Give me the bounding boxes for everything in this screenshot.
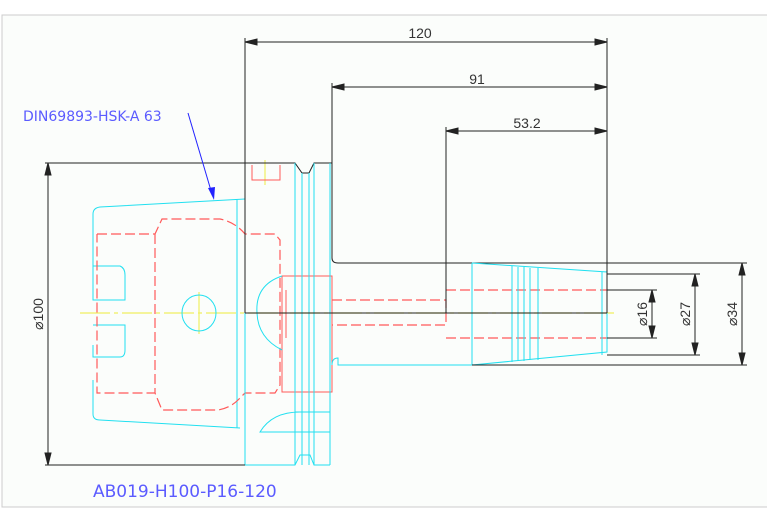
drawing-frame	[1, 14, 767, 508]
part-number-label: AB019-H100-P16-120	[93, 482, 277, 502]
dim-tip-diameter: ⌀27	[677, 302, 693, 326]
body-outline	[45, 162, 608, 466]
spec-label: DIN69893-HSK-A 63	[23, 109, 162, 125]
hsk-taper-outline	[92, 198, 246, 429]
dim-flange-diameter: ⌀100	[30, 298, 46, 330]
dim-overall-length: 120	[408, 25, 432, 41]
dim-shank-length: 91	[469, 71, 485, 87]
dimension-lines	[44, 38, 747, 466]
leader-arrow	[187, 112, 215, 200]
dim-shank-diameter: ⌀34	[724, 302, 740, 326]
dim-bore-diameter: ⌀16	[634, 302, 650, 326]
dim-bore-depth: 53.2	[513, 115, 540, 131]
